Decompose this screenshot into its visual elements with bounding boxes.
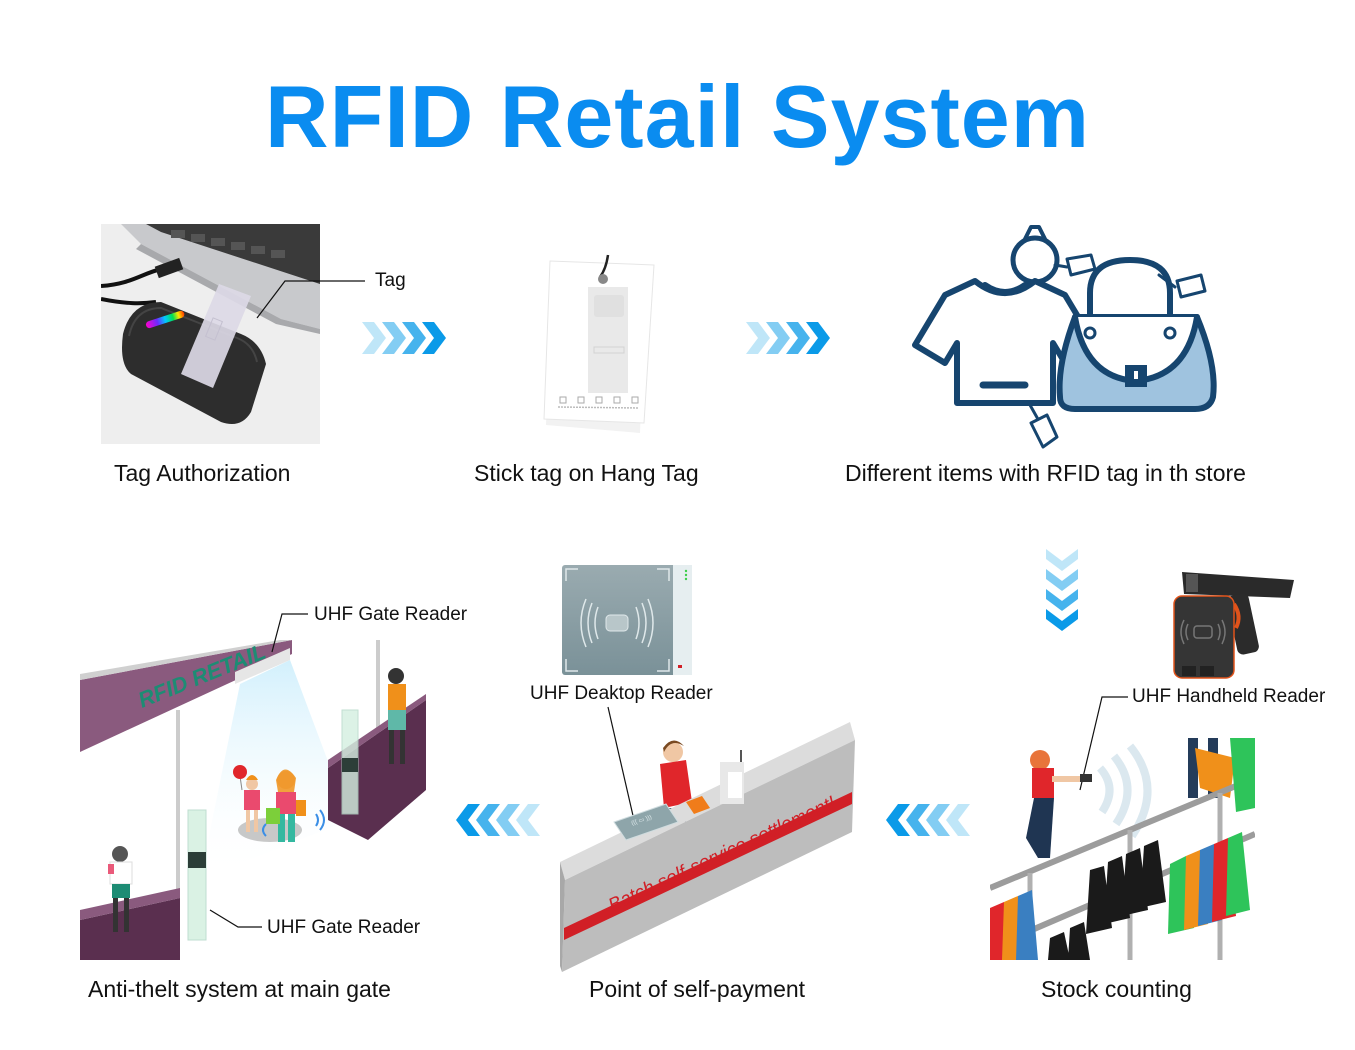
desktop-reader-illustration (101, 224, 320, 425)
chevron-mark (746, 322, 770, 354)
uhf-desktop-reader-illustration (562, 565, 692, 675)
callout-desktop-reader: UHF Deaktop Reader (530, 683, 713, 704)
chevron-mark (926, 804, 950, 836)
chevron-mark (362, 322, 386, 354)
chevron-mark (516, 804, 540, 836)
callout-gate-reader-top: UHF Gate Reader (314, 604, 468, 625)
page-title: RFID Retail System (265, 67, 1090, 166)
caption-items-in-store: Different items with RFID tag in th stor… (845, 460, 1246, 486)
chevron-mark (946, 804, 970, 836)
chevron-mark (456, 804, 480, 836)
step-tag-authorization (101, 224, 320, 444)
stock-counting-illustration (990, 738, 1255, 960)
handheld-reader-illustration (1173, 572, 1294, 679)
callout-gate-reader-bottom: UHF Gate Reader (267, 917, 421, 938)
self-payment-counter-illustration: ((( ▭ ))) Batch self-service settlement! (560, 722, 855, 972)
callout-handheld-reader: UHF Handheld Reader (1132, 686, 1326, 707)
down-arrow-icon (1046, 549, 1078, 631)
caption-self-payment: Point of self-payment (589, 976, 806, 1002)
chevron-mark (886, 804, 910, 836)
chevron-mark (1046, 589, 1078, 611)
chevron-mark (806, 322, 830, 354)
right-arrow-icon (362, 322, 446, 354)
step-anti-theft: RFID RETAIL (80, 640, 430, 960)
chevron-mark (422, 322, 446, 354)
chevron-mark (496, 804, 520, 836)
step-stock-counting (990, 738, 1255, 960)
chevron-mark (476, 804, 500, 836)
hang-tag-illustration (543, 254, 655, 433)
chevron-mark (1046, 609, 1078, 631)
chevron-mark (1046, 549, 1078, 571)
chevron-mark (786, 322, 810, 354)
caption-anti-theft: Anti-thelt system at main gate (88, 976, 391, 1002)
items-with-tags-illustration (912, 225, 1217, 449)
left-arrow-icon (886, 804, 970, 836)
anti-theft-gate-illustration: RFID RETAIL (80, 640, 426, 960)
caption-stock-counting: Stock counting (1041, 976, 1192, 1002)
caption-stick-tag: Stick tag on Hang Tag (474, 460, 699, 486)
chevron-mark (402, 322, 426, 354)
callout-tag: Tag (375, 270, 406, 291)
chevron-mark (382, 322, 406, 354)
chevron-mark (906, 804, 930, 836)
caption-tag-authorization: Tag Authorization (114, 460, 291, 486)
chevron-mark (766, 322, 790, 354)
left-arrow-icon (456, 804, 540, 836)
right-arrow-icon (746, 322, 830, 354)
chevron-mark (1046, 569, 1078, 591)
